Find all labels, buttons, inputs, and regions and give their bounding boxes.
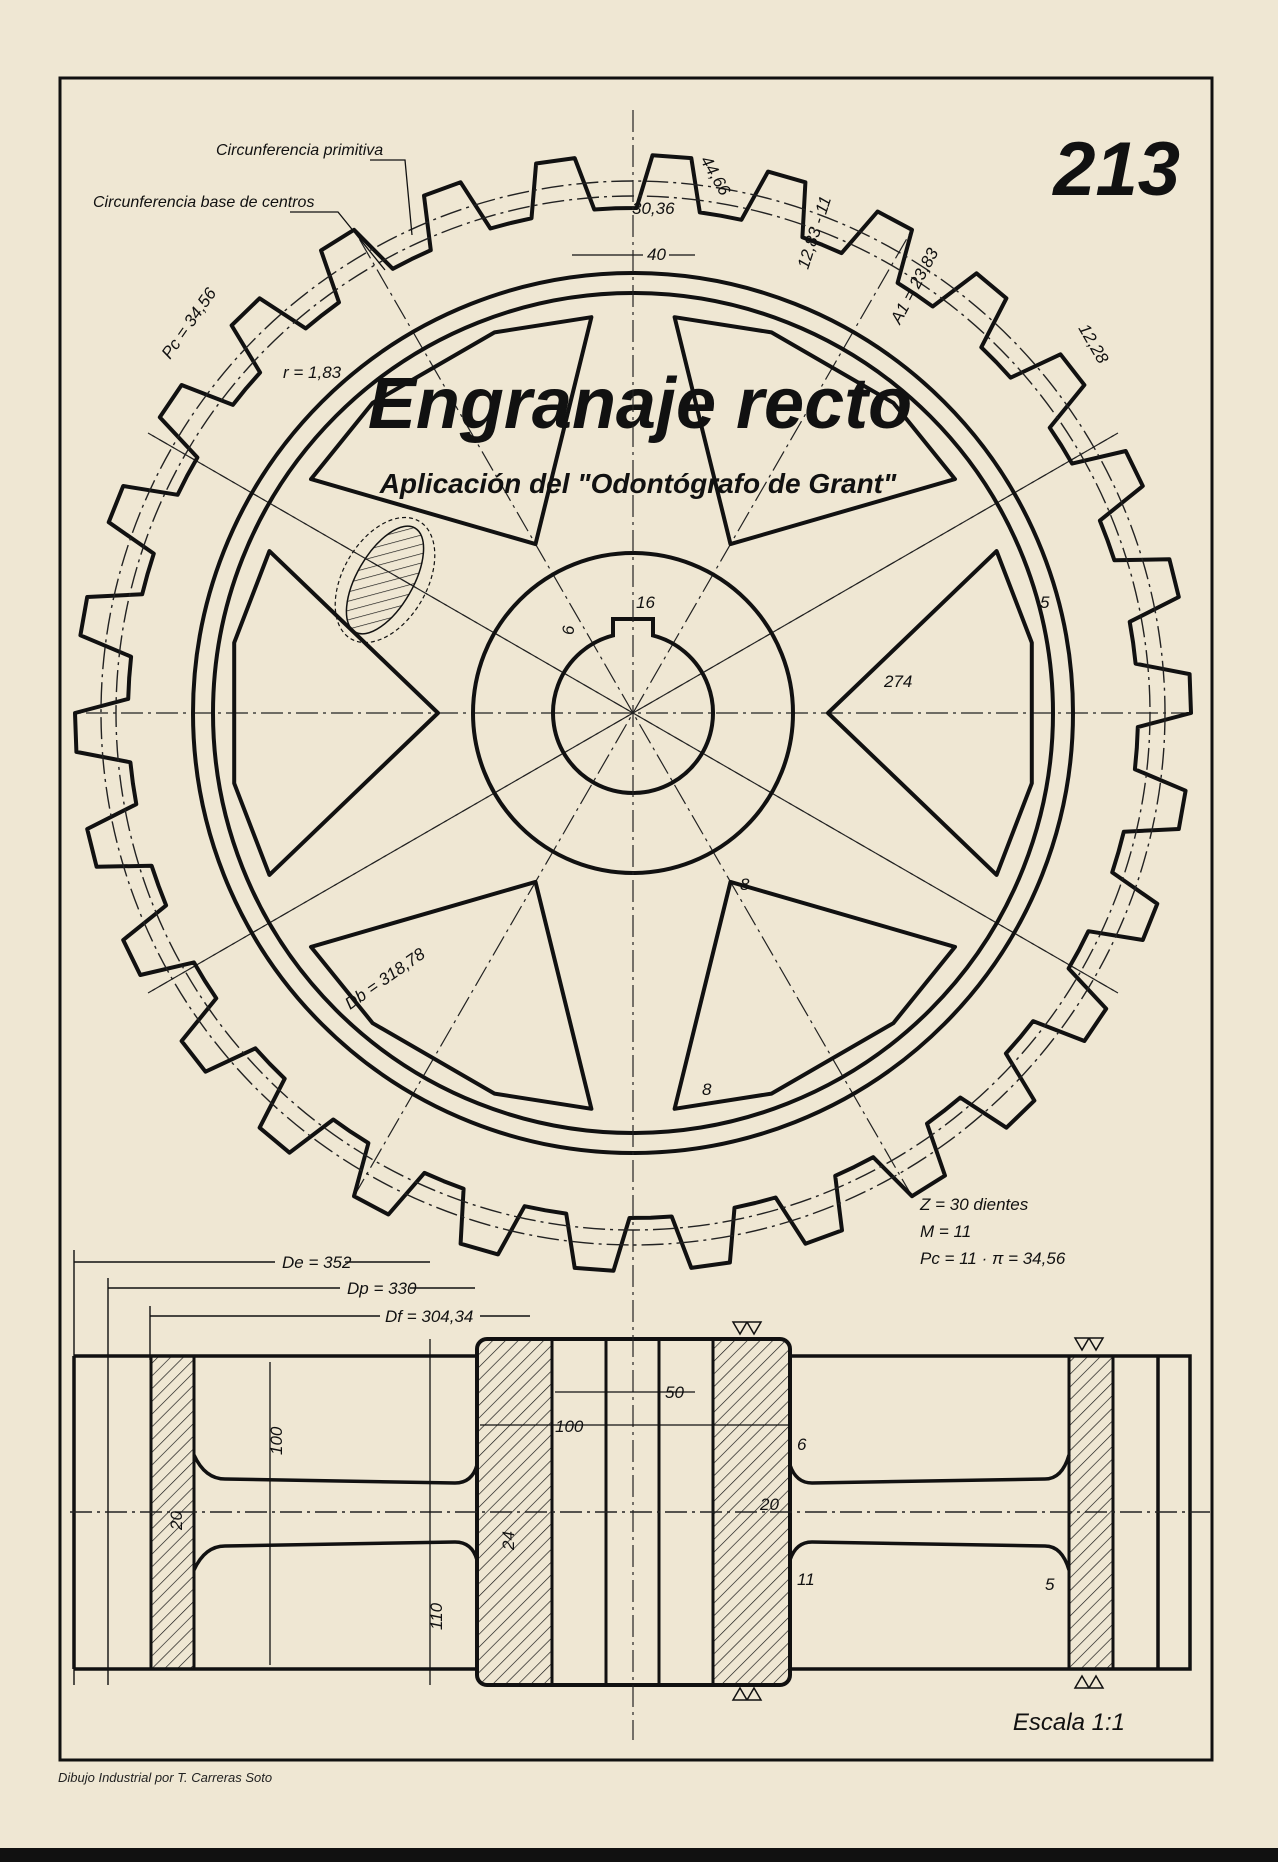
dim-12-83: 12,83 - 11: [794, 194, 835, 271]
sheet-subtitle: Aplicación del "Odontógrafo de Grant": [379, 468, 897, 499]
callout-leader: [370, 159, 413, 236]
gear-section-view: De = 352 Dp = 330 Df = 304,34: [70, 110, 1210, 1740]
spoke-window: [826, 549, 1034, 877]
dim-6-fillet: 6: [797, 1435, 807, 1454]
dim-50: 50: [665, 1383, 684, 1402]
footer-credit: Dibujo Industrial por T. Carreras Soto: [58, 1770, 273, 1785]
dim-44-66: 44,66: [697, 153, 735, 200]
dim-20-right: 20: [759, 1495, 779, 1514]
dim-23-83: A1 = 23,83: [886, 244, 942, 327]
dim-r: r = 1,83: [283, 363, 342, 382]
dim-de: De = 352: [282, 1253, 352, 1272]
sheet-number: 213: [1051, 127, 1180, 212]
spoke-window: [672, 315, 957, 547]
spoke-section-ellipse: [334, 516, 436, 644]
spoke-window: [232, 549, 440, 877]
dim-5: 5: [1040, 593, 1050, 612]
dim-12-28: 12,28: [1075, 321, 1113, 368]
dim-274: 274: [883, 672, 912, 691]
drawing-scale: Escala 1:1: [1013, 1709, 1125, 1736]
sheet-frame: [58, 76, 1214, 1762]
spoke-window: [309, 315, 594, 547]
bottom-bar: [0, 1848, 1278, 1862]
spoke-window: [672, 879, 957, 1111]
spec-pitch: Pc = 11 · π = 34,56: [920, 1249, 1066, 1268]
dim-30-36: 30,36: [632, 199, 675, 218]
spec-module: M = 11: [920, 1222, 971, 1241]
dim-8-upper: 8: [740, 875, 750, 894]
dim-11: 11: [797, 1570, 815, 1589]
dim-100: 100: [267, 1426, 286, 1455]
callout-base-circle: Circunferencia base de centros: [93, 194, 314, 211]
dim-5-fillet: 5: [1045, 1575, 1055, 1594]
web-outline: [192, 1454, 1071, 1571]
surface-finish-marks: [731, 1321, 1105, 1701]
dim-110: 110: [427, 1602, 446, 1630]
spoke-windows: [232, 315, 1034, 1111]
dim-24: 24: [499, 1531, 518, 1551]
spec-teeth: Z = 30 dientes: [919, 1195, 1029, 1214]
gear-specs: Z = 30 dientes M = 11 Pc = 11 · π = 34,5…: [919, 1195, 1066, 1268]
spoke-section-hatch: [345, 525, 425, 635]
callout-pitch-circle: Circunferencia primitiva: [216, 142, 383, 159]
dim-db: Db = 318,78: [341, 944, 429, 1013]
dim-100-bore: 100: [555, 1417, 584, 1436]
dim-6: 6: [559, 625, 578, 635]
sheet-title: Engranaje recto: [368, 364, 912, 444]
gear-teeth-outline: [73, 153, 1193, 1273]
dim-pc: Pc = 34,56: [158, 284, 221, 362]
dim-20-left: 20: [167, 1511, 186, 1531]
dim-40: 40: [647, 245, 666, 264]
callout-leader: [290, 211, 386, 271]
bore-with-keyway: [551, 617, 715, 795]
dim-df: Df = 304,34: [385, 1307, 473, 1326]
dim-dp: Dp = 330: [347, 1279, 417, 1298]
spoke-window: [309, 879, 594, 1111]
dim-16: 16: [636, 593, 655, 612]
dim-8-lower: 8: [702, 1080, 712, 1099]
